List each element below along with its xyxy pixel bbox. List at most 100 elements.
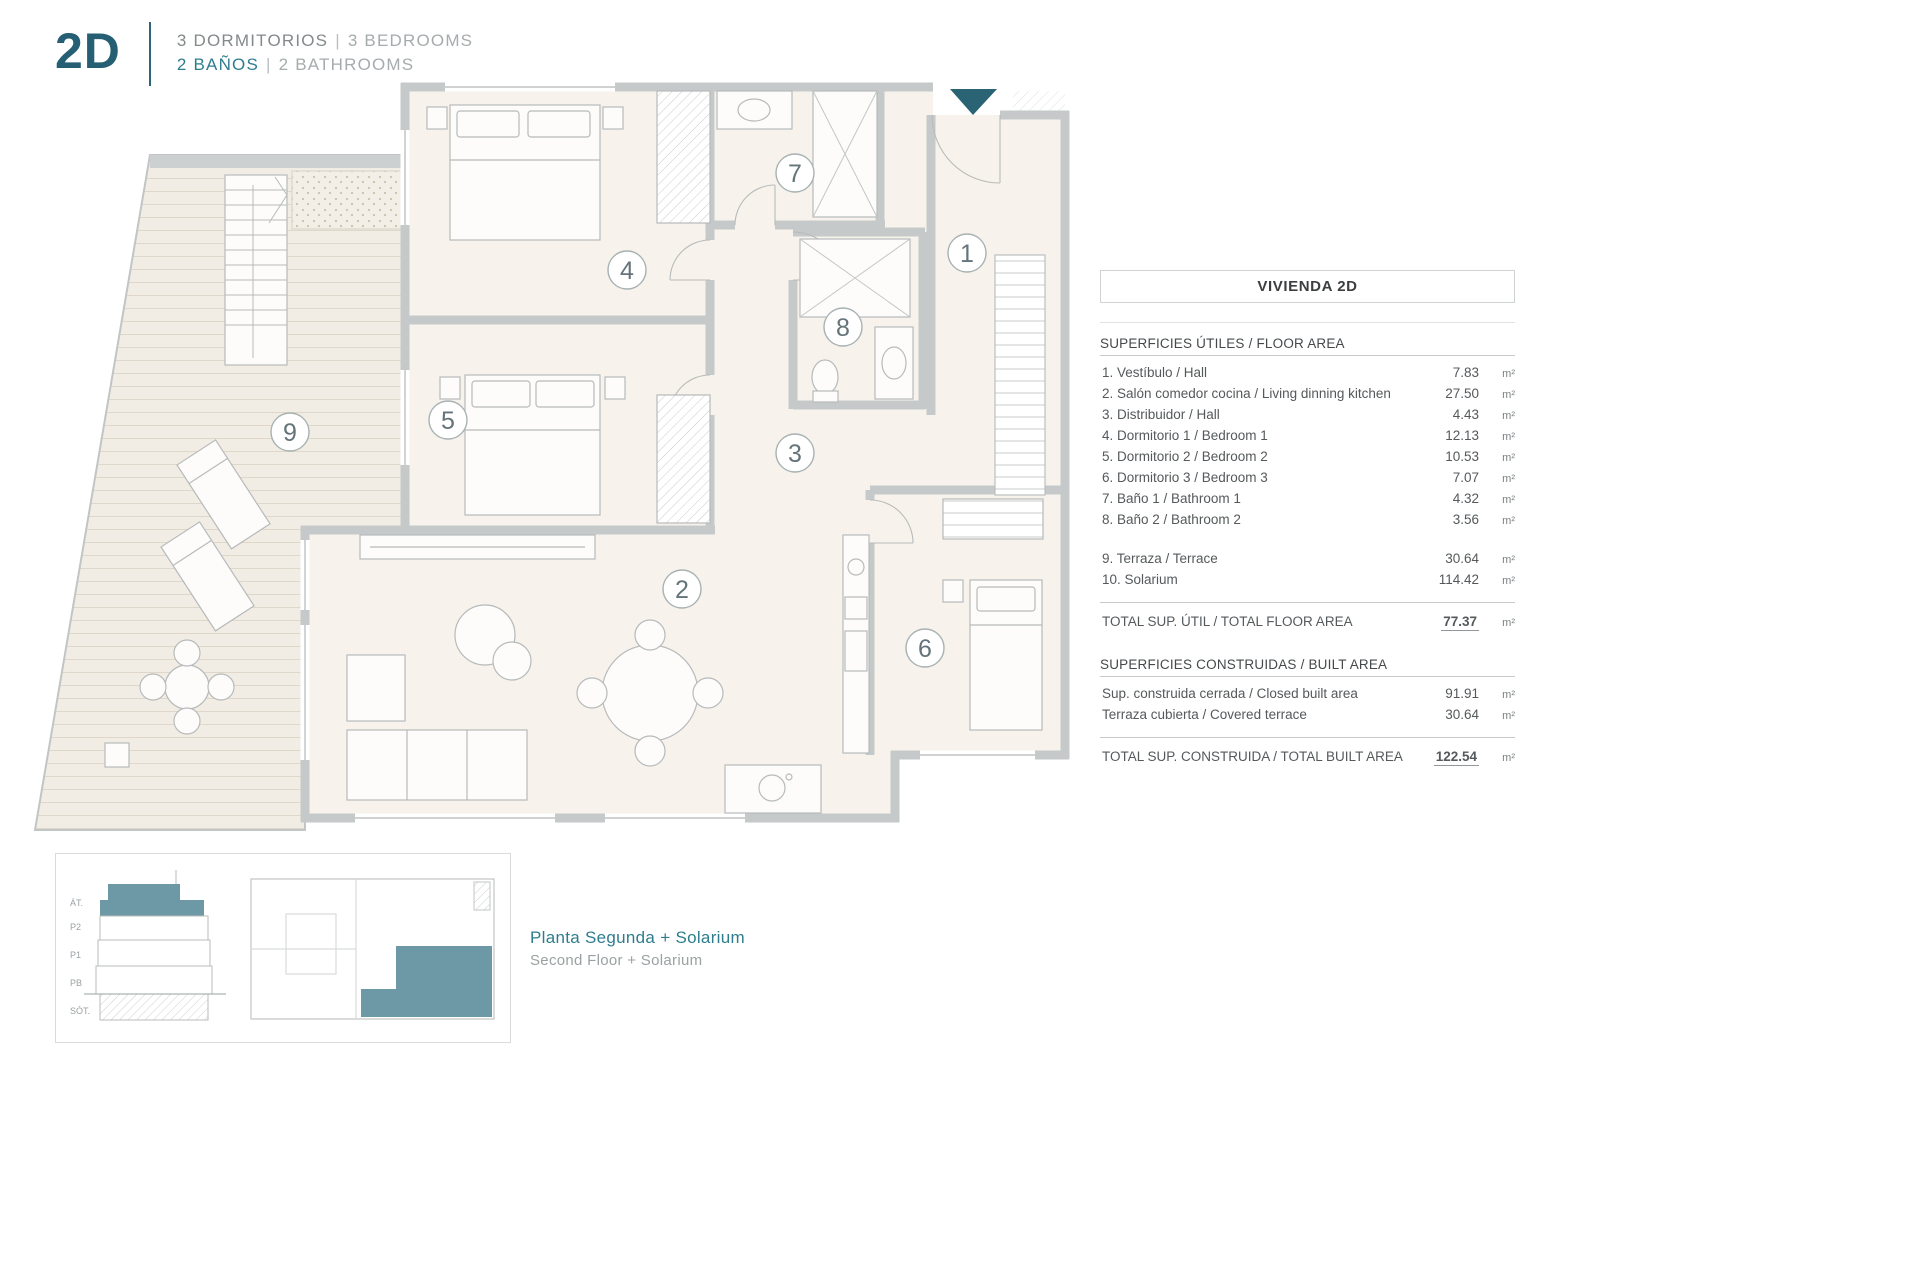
- row-unit: m²: [1502, 554, 1515, 566]
- entrance-arrow-icon: [950, 89, 997, 115]
- room-number-8: 8: [836, 314, 850, 342]
- bedroom3-furniture: [942, 498, 1044, 731]
- built-area-header: SUPERFICIES CONSTRUIDAS / BUILT AREA: [1100, 657, 1515, 677]
- table-row: 3. Distribuidor / Hall 4.43 m²: [1100, 405, 1515, 426]
- bedrooms-label-es: 3 DORMITORIOS: [176, 31, 329, 50]
- bathroom2-fixtures: [799, 238, 914, 403]
- row-value: 4.32: [1452, 491, 1479, 506]
- table-row: 8. Baño 2 / Bathroom 2 3.56 m²: [1100, 510, 1515, 531]
- row-unit: m²: [1502, 389, 1515, 401]
- row-value: 12.13: [1445, 428, 1479, 443]
- area-table-panel: VIVIENDA 2D SUPERFICIES ÚTILES / FLOOR A…: [1100, 270, 1515, 768]
- table-row: 4. Dormitorio 1 / Bedroom 1 12.13 m²: [1100, 426, 1515, 447]
- bedroom2-furniture: [439, 374, 711, 524]
- windows: [300, 82, 1035, 823]
- dining-table: [601, 644, 699, 742]
- row-value: 4.43: [1452, 407, 1479, 422]
- table-row: 2. Salón comedor cocina / Living dinning…: [1100, 384, 1515, 405]
- row-value: 30.64: [1445, 551, 1479, 566]
- site-key-plan: [250, 878, 495, 1020]
- room-marker-6: 6: [905, 628, 945, 668]
- floor-area-total-row: TOTAL SUP. ÚTIL / TOTAL FLOOR AREA 77.37…: [1100, 602, 1515, 633]
- row-label: 4. Dormitorio 1 / Bedroom 1: [1102, 428, 1268, 443]
- level-label: ÁT.: [70, 898, 83, 908]
- planter: [291, 170, 403, 230]
- row-label: 8. Baño 2 / Bathroom 2: [1102, 512, 1241, 527]
- location-diagrams-drawing: ÁT. P2 P1 PB SÓT.: [70, 870, 495, 1021]
- closet: [942, 498, 1044, 540]
- table-row: 5. Dormitorio 2 / Bedroom 2 10.53 m²: [1100, 447, 1515, 468]
- room-marker-1: 1: [947, 233, 987, 273]
- row-unit: m²: [1502, 452, 1515, 464]
- room-marker-5: 5: [428, 400, 468, 440]
- row-label: 3. Distribuidor / Hall: [1102, 407, 1220, 422]
- table-row: 6. Dormitorio 3 / Bedroom 3 7.07 m²: [1100, 468, 1515, 489]
- row-label: 9. Terraza / Terrace: [1102, 551, 1218, 566]
- row-unit: m²: [1502, 515, 1515, 527]
- built-area-total-row: TOTAL SUP. CONSTRUIDA / TOTAL BUILT AREA…: [1100, 737, 1515, 768]
- total-value: 122.54: [1421, 747, 1479, 767]
- row-unit: m²: [1502, 617, 1515, 629]
- sun-lounger: [160, 521, 255, 632]
- bedrooms-label-en: 3 BEDROOMS: [347, 31, 474, 50]
- row-unit: m²: [1502, 689, 1515, 701]
- bedrooms-line: 3 DORMITORIOS | 3 BEDROOMS: [177, 29, 473, 53]
- row-label: 7. Baño 1 / Bathroom 1: [1102, 491, 1241, 506]
- hall-closet: [994, 254, 1046, 496]
- row-value: 114.42: [1438, 572, 1479, 587]
- table-row: 9. Terraza / Terrace 30.64 m²: [1100, 549, 1515, 570]
- room-marker-9: 9: [270, 412, 310, 452]
- total-label: TOTAL SUP. CONSTRUIDA / TOTAL BUILT AREA: [1102, 749, 1403, 764]
- floor-plan-drawing: 1 2 3 4 5 6 7 8 9: [33, 82, 1070, 831]
- spacer: [1100, 531, 1515, 549]
- row-unit: m²: [1502, 473, 1515, 485]
- panel-title: VIVIENDA 2D: [1100, 270, 1515, 303]
- floor-area-header: SUPERFICIES ÚTILES / FLOOR AREA: [1100, 336, 1515, 356]
- separator: |: [335, 31, 341, 50]
- caption-es: Planta Segunda + Solarium: [530, 928, 745, 947]
- sun-lounger: [176, 439, 271, 550]
- row-unit: m²: [1502, 410, 1515, 422]
- row-label: 10. Solarium: [1102, 572, 1178, 587]
- room-marker-8: 8: [823, 307, 863, 347]
- row-unit: m²: [1502, 710, 1515, 722]
- row-label: 2. Salón comedor cocina / Living dinning…: [1102, 386, 1391, 401]
- room-number-3: 3: [788, 440, 802, 468]
- room-number-9: 9: [283, 419, 297, 447]
- armchair: [346, 654, 406, 722]
- terrace-box: [104, 742, 130, 768]
- bedroom1-furniture: [426, 90, 711, 241]
- plan-caption: Planta Segunda + Solarium Second Floor +…: [530, 928, 745, 969]
- row-value: 7.83: [1452, 365, 1479, 380]
- level-label: P1: [70, 950, 81, 960]
- wardrobe: [656, 394, 711, 524]
- separator: |: [266, 55, 272, 74]
- room-marker-4: 4: [607, 250, 647, 290]
- room-number-4: 4: [620, 257, 634, 285]
- room-number-6: 6: [918, 635, 932, 663]
- bathrooms-label-en: 2 BATHROOMS: [278, 55, 415, 74]
- room-marker-3: 3: [775, 433, 815, 473]
- basement-level: [99, 993, 209, 1021]
- total-value: 77.37: [1421, 612, 1479, 632]
- bathroom1-fixtures: [716, 90, 878, 218]
- room-marker-7: 7: [775, 153, 815, 193]
- row-value: 7.07: [1452, 470, 1479, 485]
- row-unit: m²: [1502, 752, 1515, 764]
- row-unit: m²: [1502, 575, 1515, 587]
- level-label: SÓT.: [70, 1006, 90, 1016]
- row-unit: m²: [1502, 368, 1515, 380]
- header-lines: 3 DORMITORIOS|3 BEDROOMS 2 BAÑOS|2 BATHR…: [177, 20, 473, 77]
- table-row: Terraza cubierta / Covered terrace 30.64…: [1100, 705, 1515, 726]
- room-number-5: 5: [441, 407, 455, 435]
- location-diagrams: ÁT. P2 P1 PB SÓT.: [55, 853, 511, 1043]
- highlighted-unit: [361, 946, 492, 1017]
- row-label: Sup. construida cerrada / Closed built a…: [1102, 686, 1358, 701]
- highlighted-floor: [100, 900, 204, 916]
- header: 2D 3 DORMITORIOS|3 BEDROOMS 2 BAÑOS|2 BA…: [55, 20, 473, 86]
- outdoor-table: [139, 639, 235, 735]
- total-value-number: 122.54: [1433, 749, 1479, 766]
- row-label: 1. Vestíbulo / Hall: [1102, 365, 1208, 380]
- living-furniture: [346, 534, 870, 814]
